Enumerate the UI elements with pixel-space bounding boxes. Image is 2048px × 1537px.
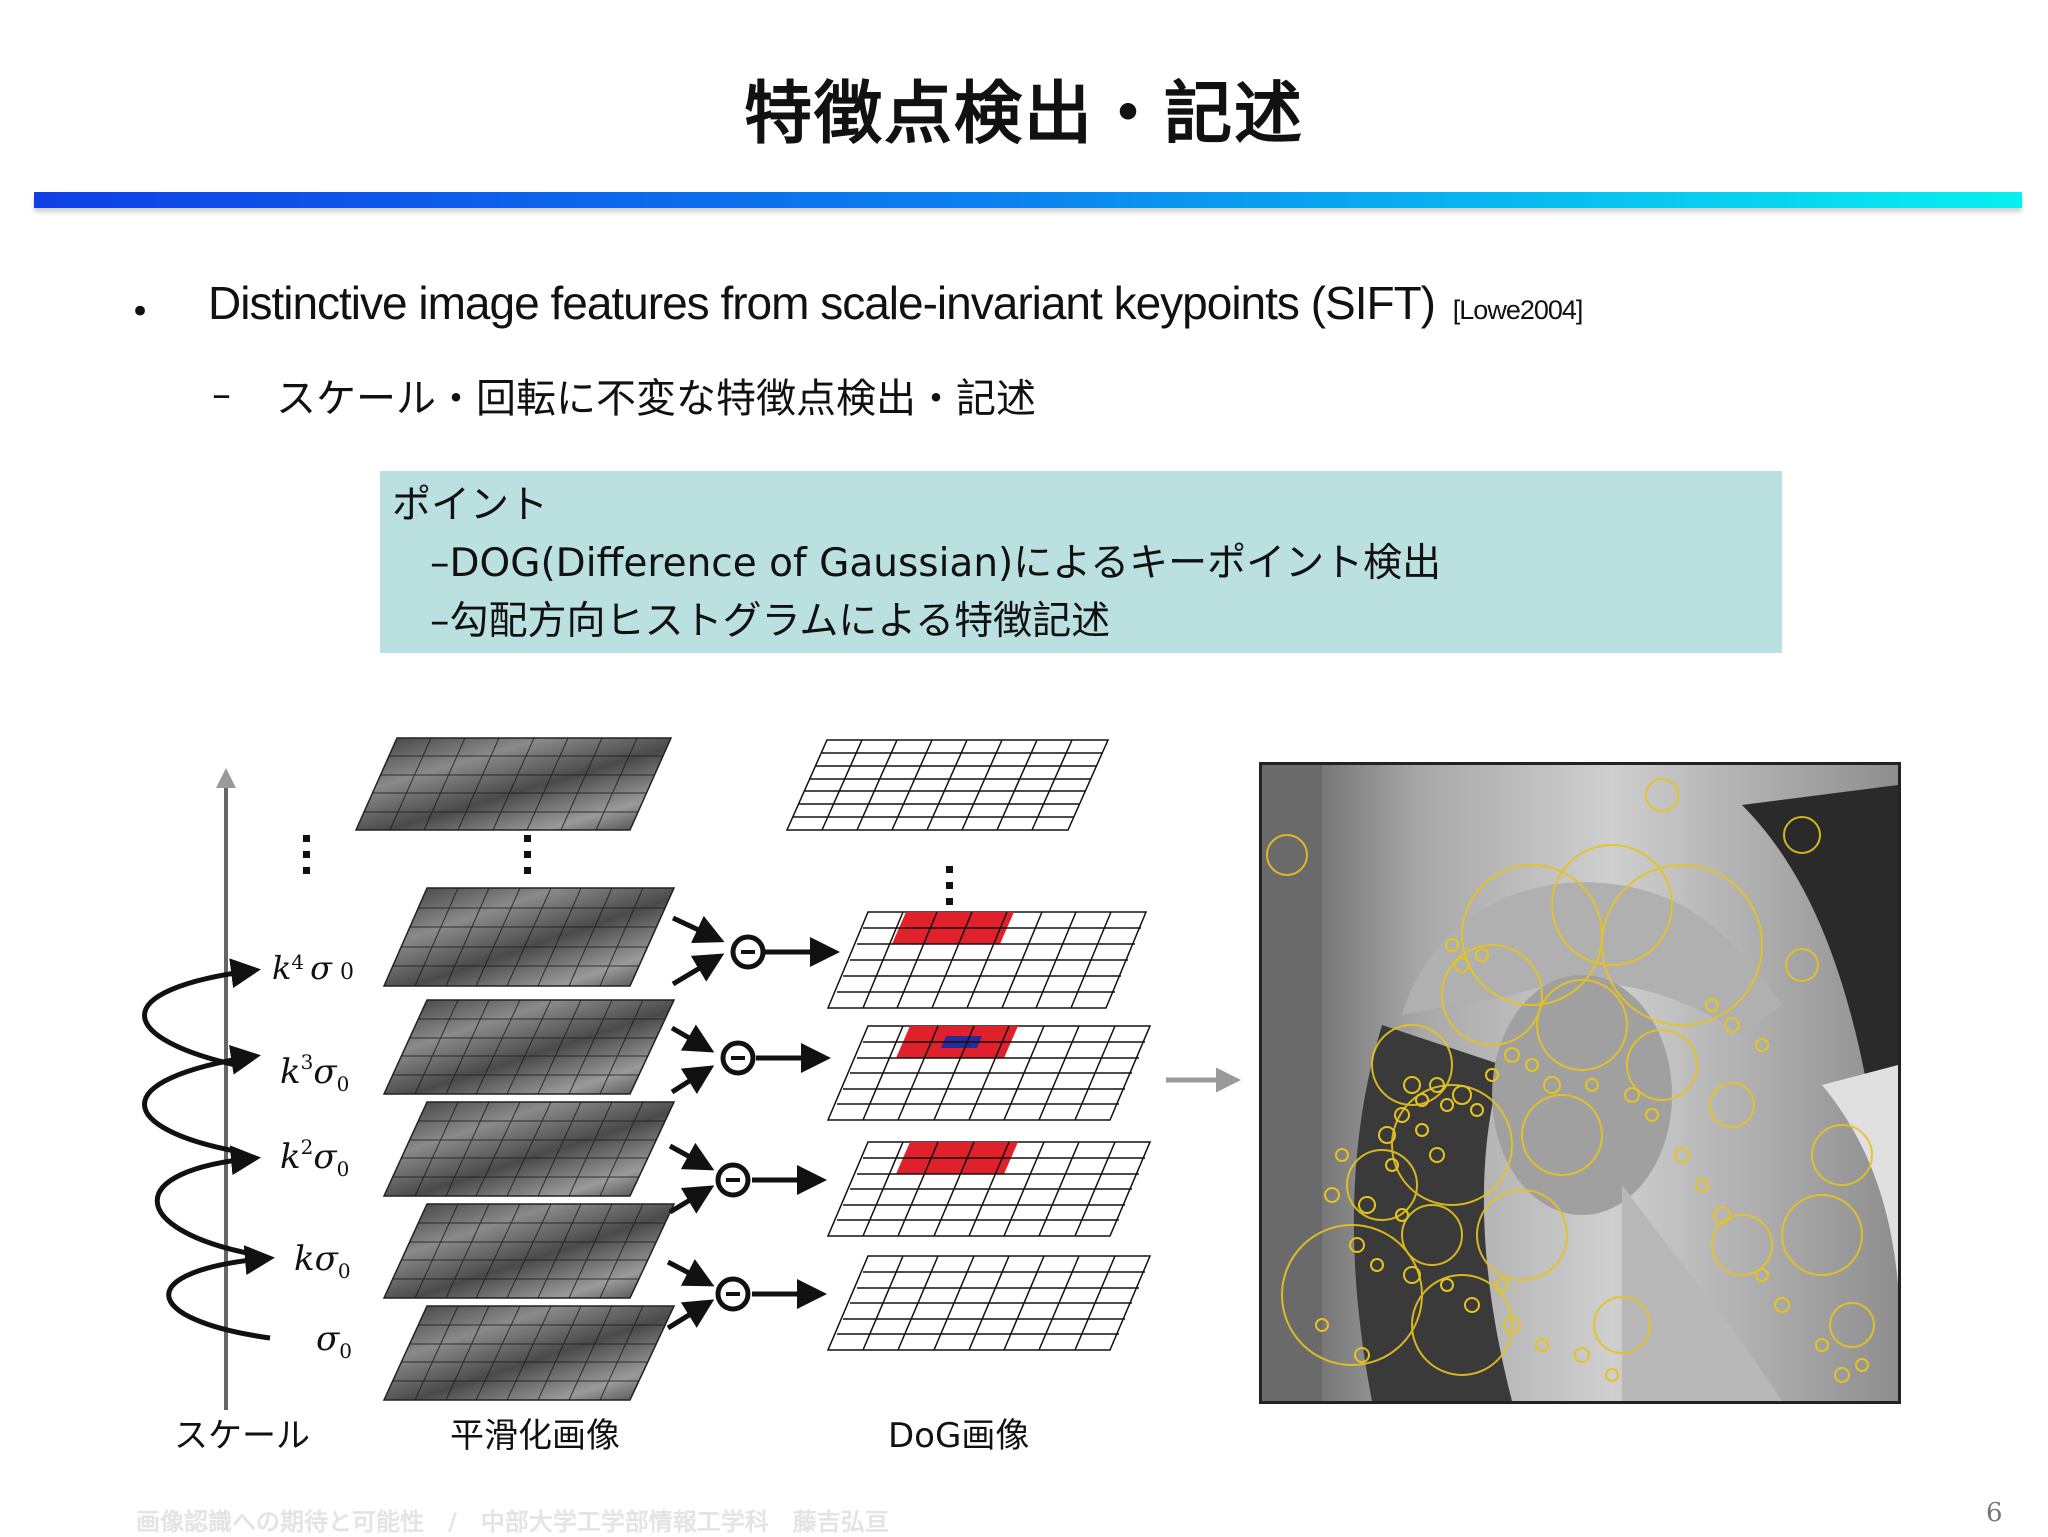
bullet-sift-text: Distinctive image features from scale-in… — [208, 277, 1436, 329]
scale-label-k2: k2σ0 — [280, 1135, 349, 1181]
smoothed-image-stack — [354, 737, 676, 1401]
dog-grid-3 — [826, 1141, 1152, 1237]
slide-title: 特徴点検出・記述 — [743, 75, 1304, 154]
smoothed-image-top — [354, 737, 673, 831]
subtraction-operators — [666, 915, 840, 1331]
smoothed-image-k3 — [382, 999, 676, 1095]
point-box: ポイント –DOG(Difference of Gaussian)によるキーポイ… — [380, 471, 1782, 653]
keypoint-result-image — [1259, 762, 1901, 1404]
dog-grid-1 — [826, 911, 1148, 1009]
dog-grid-4 — [826, 1255, 1152, 1351]
bullet-marker: • — [130, 292, 151, 332]
scale-label-k3: k3σ0 — [280, 1050, 349, 1096]
caption-smoothed-images: 平滑化画像 — [450, 1416, 620, 1456]
smoothed-image-k0 — [382, 1305, 676, 1401]
bullet-sift: Distinctive image features from scale-in… — [208, 276, 1584, 330]
footer-credit: 画像認識への期待と可能性 / 中部大学工学部情報工学科 藤吉弘亘 — [136, 1508, 889, 1536]
smoothed-image-k1 — [382, 1203, 676, 1299]
caption-scale: スケール — [174, 1416, 310, 1456]
page-number: 6 — [1986, 1498, 2003, 1528]
scale-label-k1: kσ0 — [294, 1239, 351, 1283]
point-item-dog: –DOG(Difference of Gaussian)によるキーポイント検出 — [430, 541, 1442, 586]
caption-dog-images: DoG画像 — [888, 1416, 1030, 1456]
sub-bullet-marker: – — [212, 372, 231, 416]
dog-grid-2 — [826, 1025, 1152, 1121]
dog-image-stack — [785, 739, 1152, 1351]
smoothed-image-k2 — [382, 1101, 676, 1197]
point-box-heading: ポイント — [392, 483, 549, 528]
bullet-sift-citation: [Lowe2004] — [1452, 295, 1584, 325]
sub-bullet-invariance: スケール・回転に不変な特徴点検出・記述 — [276, 376, 1036, 422]
smoothed-image-k4 — [382, 887, 676, 987]
dog-grid-top — [785, 739, 1110, 831]
scale-label-k0: σ0 — [316, 1319, 352, 1363]
title-accent-bar — [34, 192, 2022, 208]
ellipsis-dots — [303, 835, 953, 905]
point-item-histogram: –勾配方向ヒストグラムによる特徴記述 — [430, 599, 1111, 644]
scale-curve-arrows — [142, 958, 275, 1341]
